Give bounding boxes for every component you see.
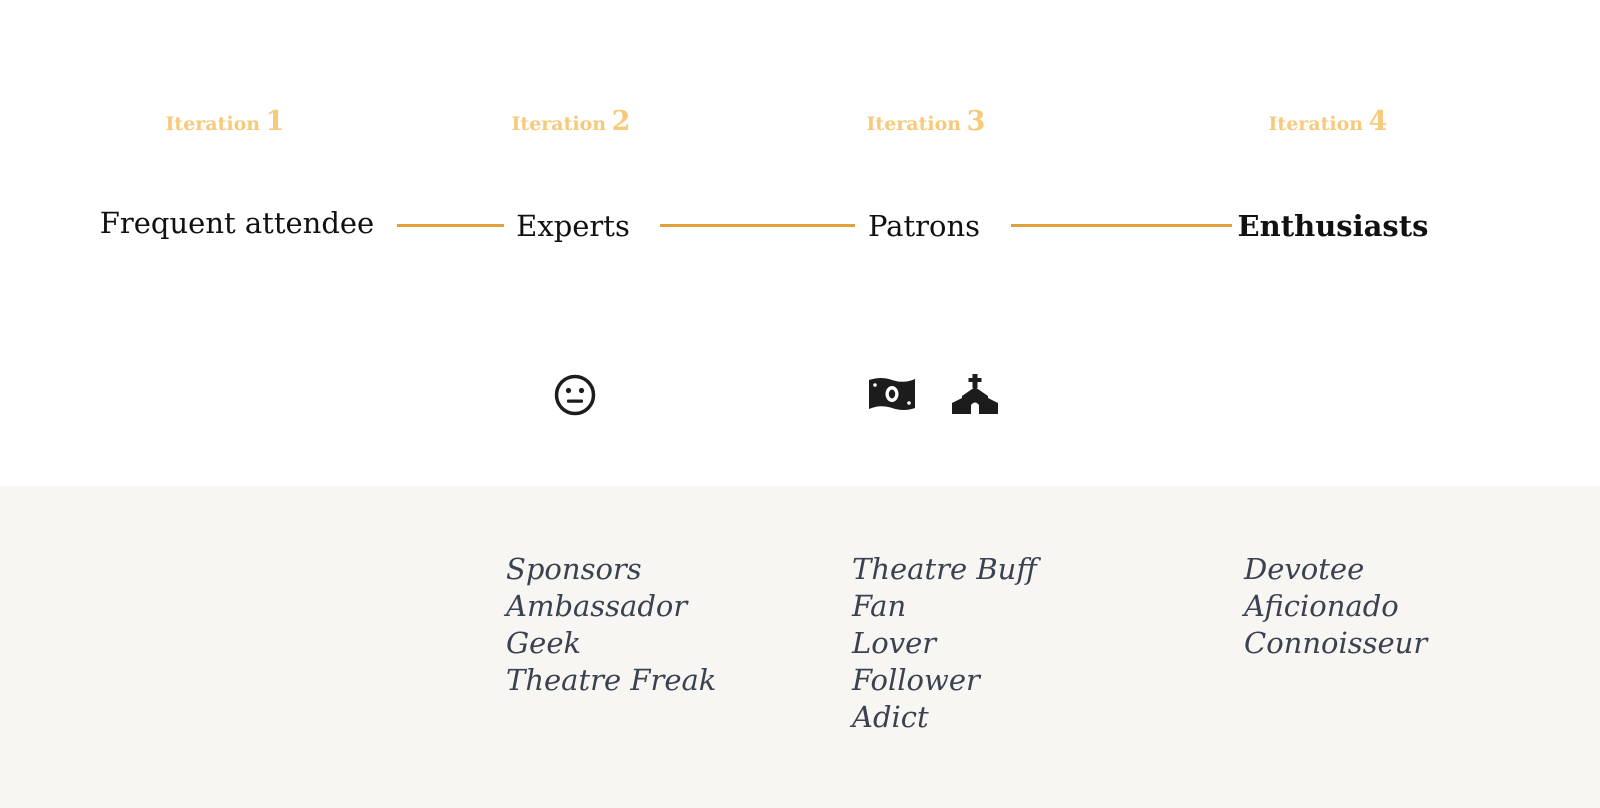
iteration-word: Iteration <box>1268 113 1364 135</box>
list-item: Ambassador <box>506 589 688 623</box>
list-item: Connoisseur <box>1244 626 1428 660</box>
iteration-number: 4 <box>1368 106 1388 137</box>
connector-2-3 <box>660 224 855 227</box>
iteration-number: 2 <box>611 106 631 137</box>
patrons-synonym-list: Theatre Buff Fan Lover Follower Adict <box>852 551 1037 736</box>
stage-experts: Experts <box>516 209 630 243</box>
list-item: Theatre Freak <box>506 663 717 697</box>
iteration-word: Iteration <box>511 113 607 135</box>
list-item: Fan <box>852 589 907 623</box>
synonyms-section <box>0 486 1600 808</box>
iteration-4-label: Iteration 4 <box>1269 106 1388 137</box>
stage-frequent-attendee: Frequent attendee <box>99 206 375 240</box>
iteration-2-label: Iteration 2 <box>512 106 631 137</box>
iteration-1-label: Iteration 1 <box>166 106 285 137</box>
connector-1-2 <box>397 224 504 227</box>
connector-3-4 <box>1011 224 1232 227</box>
stage-patrons: Patrons <box>867 209 981 243</box>
stage-enthusiasts: Enthusiasts <box>1237 209 1429 243</box>
iteration-number: 3 <box>966 106 986 137</box>
iteration-number: 1 <box>265 106 285 137</box>
church-icon <box>952 374 998 414</box>
enthusiasts-synonym-list: Devotee Aficionado Connoisseur <box>1244 551 1427 662</box>
list-item: Geek <box>506 626 582 660</box>
experts-synonym-list: Sponsors Ambassador Geek Theatre Freak <box>506 551 716 699</box>
list-item: Adict <box>852 700 929 734</box>
list-item: Devotee <box>1244 552 1365 586</box>
iteration-3-label: Iteration 3 <box>867 106 986 137</box>
list-item: Follower <box>852 663 980 697</box>
list-item: Lover <box>852 626 937 660</box>
iteration-word: Iteration <box>866 113 962 135</box>
list-item: Theatre Buff <box>852 552 1037 586</box>
money-bill-icon <box>869 378 915 410</box>
iteration-word: Iteration <box>165 113 261 135</box>
list-item: Aficionado <box>1244 589 1399 623</box>
top-section <box>0 0 1600 486</box>
list-item: Sponsors <box>506 552 642 586</box>
neutral-face-icon <box>554 374 596 416</box>
